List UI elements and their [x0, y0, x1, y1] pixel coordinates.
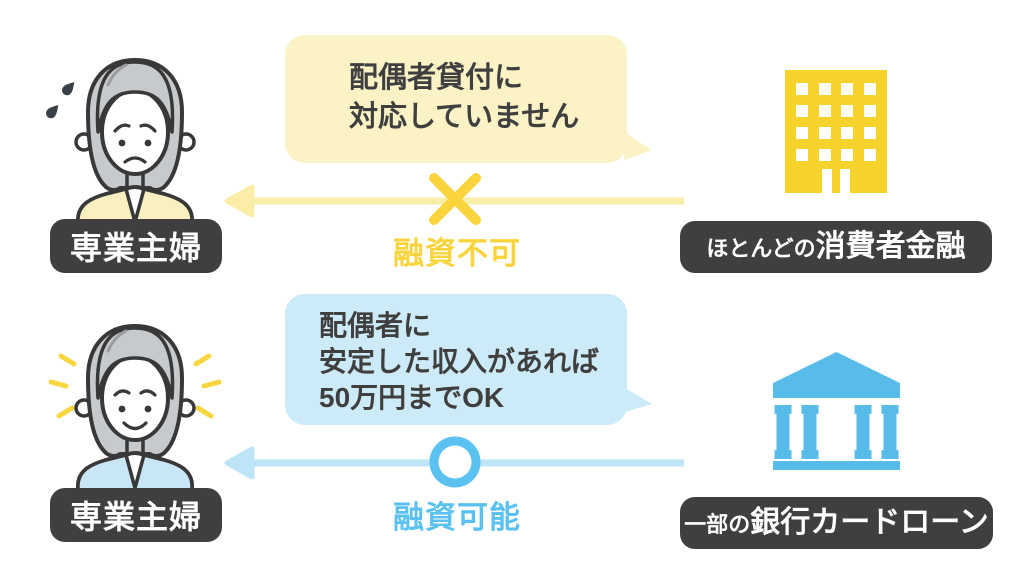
- person-label: 専業主婦: [50, 488, 222, 542]
- institution-label-prefix: 一部の: [684, 512, 751, 537]
- bangs: [95, 60, 175, 134]
- sweat-drops-icon: [45, 82, 75, 119]
- smile-mouth: [122, 421, 148, 431]
- frown-mouth: [123, 156, 147, 164]
- verdict-label: 融資可能: [393, 500, 521, 535]
- hair-parting: [106, 329, 128, 353]
- eye: [118, 139, 126, 147]
- sparkle-lines-icon: [48, 353, 222, 419]
- bubble-line: 安定した収入があれば: [319, 346, 600, 377]
- institution-label: ほとんどの消費者金融: [680, 221, 992, 273]
- bubble-line: 配偶者に: [319, 310, 432, 341]
- institution-label-prefix: ほとんどの: [706, 236, 816, 261]
- bank-icon: [773, 352, 900, 470]
- bubble-line: 配偶者貸付に: [349, 62, 524, 94]
- building-door: [822, 169, 832, 193]
- happy-brow: [113, 389, 131, 397]
- speech-bubble-approval: 配偶者に 安定した収入があれば 50万円までOK: [285, 294, 627, 425]
- speech-bubble-tail: [624, 132, 652, 160]
- eye: [118, 405, 126, 413]
- institution-label: 一部の銀行カードローン: [680, 497, 993, 549]
- cross-icon: [429, 173, 481, 225]
- worried-brow: [113, 123, 131, 133]
- institution-label-main: 銀行カードローン: [750, 506, 989, 539]
- bank-columns: [774, 405, 899, 459]
- face: [100, 88, 170, 176]
- bangs: [95, 326, 175, 400]
- eye: [144, 139, 152, 147]
- building-door: [840, 169, 850, 193]
- building-windows: [796, 83, 876, 193]
- bank-pediment: [773, 352, 900, 398]
- happy-brow: [139, 389, 157, 397]
- eye: [144, 405, 152, 413]
- hair-parting: [106, 63, 128, 87]
- circle-icon: [429, 436, 481, 488]
- person-label: 専業主婦: [50, 219, 222, 273]
- verdict-label: 融資不可: [393, 236, 521, 271]
- happy-housewife-icon: [48, 324, 222, 493]
- office-building-icon: [785, 70, 887, 193]
- speech-bubble-rejection: 配偶者貸付に 対応していません: [285, 35, 627, 163]
- speech-bubble-tail: [625, 388, 652, 412]
- institution-label-main: 消費者金融: [815, 230, 966, 263]
- left-arrow-icon: [224, 184, 684, 218]
- bubble-line: 対応していません: [349, 101, 580, 133]
- worried-brow: [139, 123, 157, 133]
- bank-base: [773, 461, 900, 470]
- bubble-line: 50万円までOK: [319, 382, 505, 413]
- anxious-housewife-icon: [45, 58, 196, 227]
